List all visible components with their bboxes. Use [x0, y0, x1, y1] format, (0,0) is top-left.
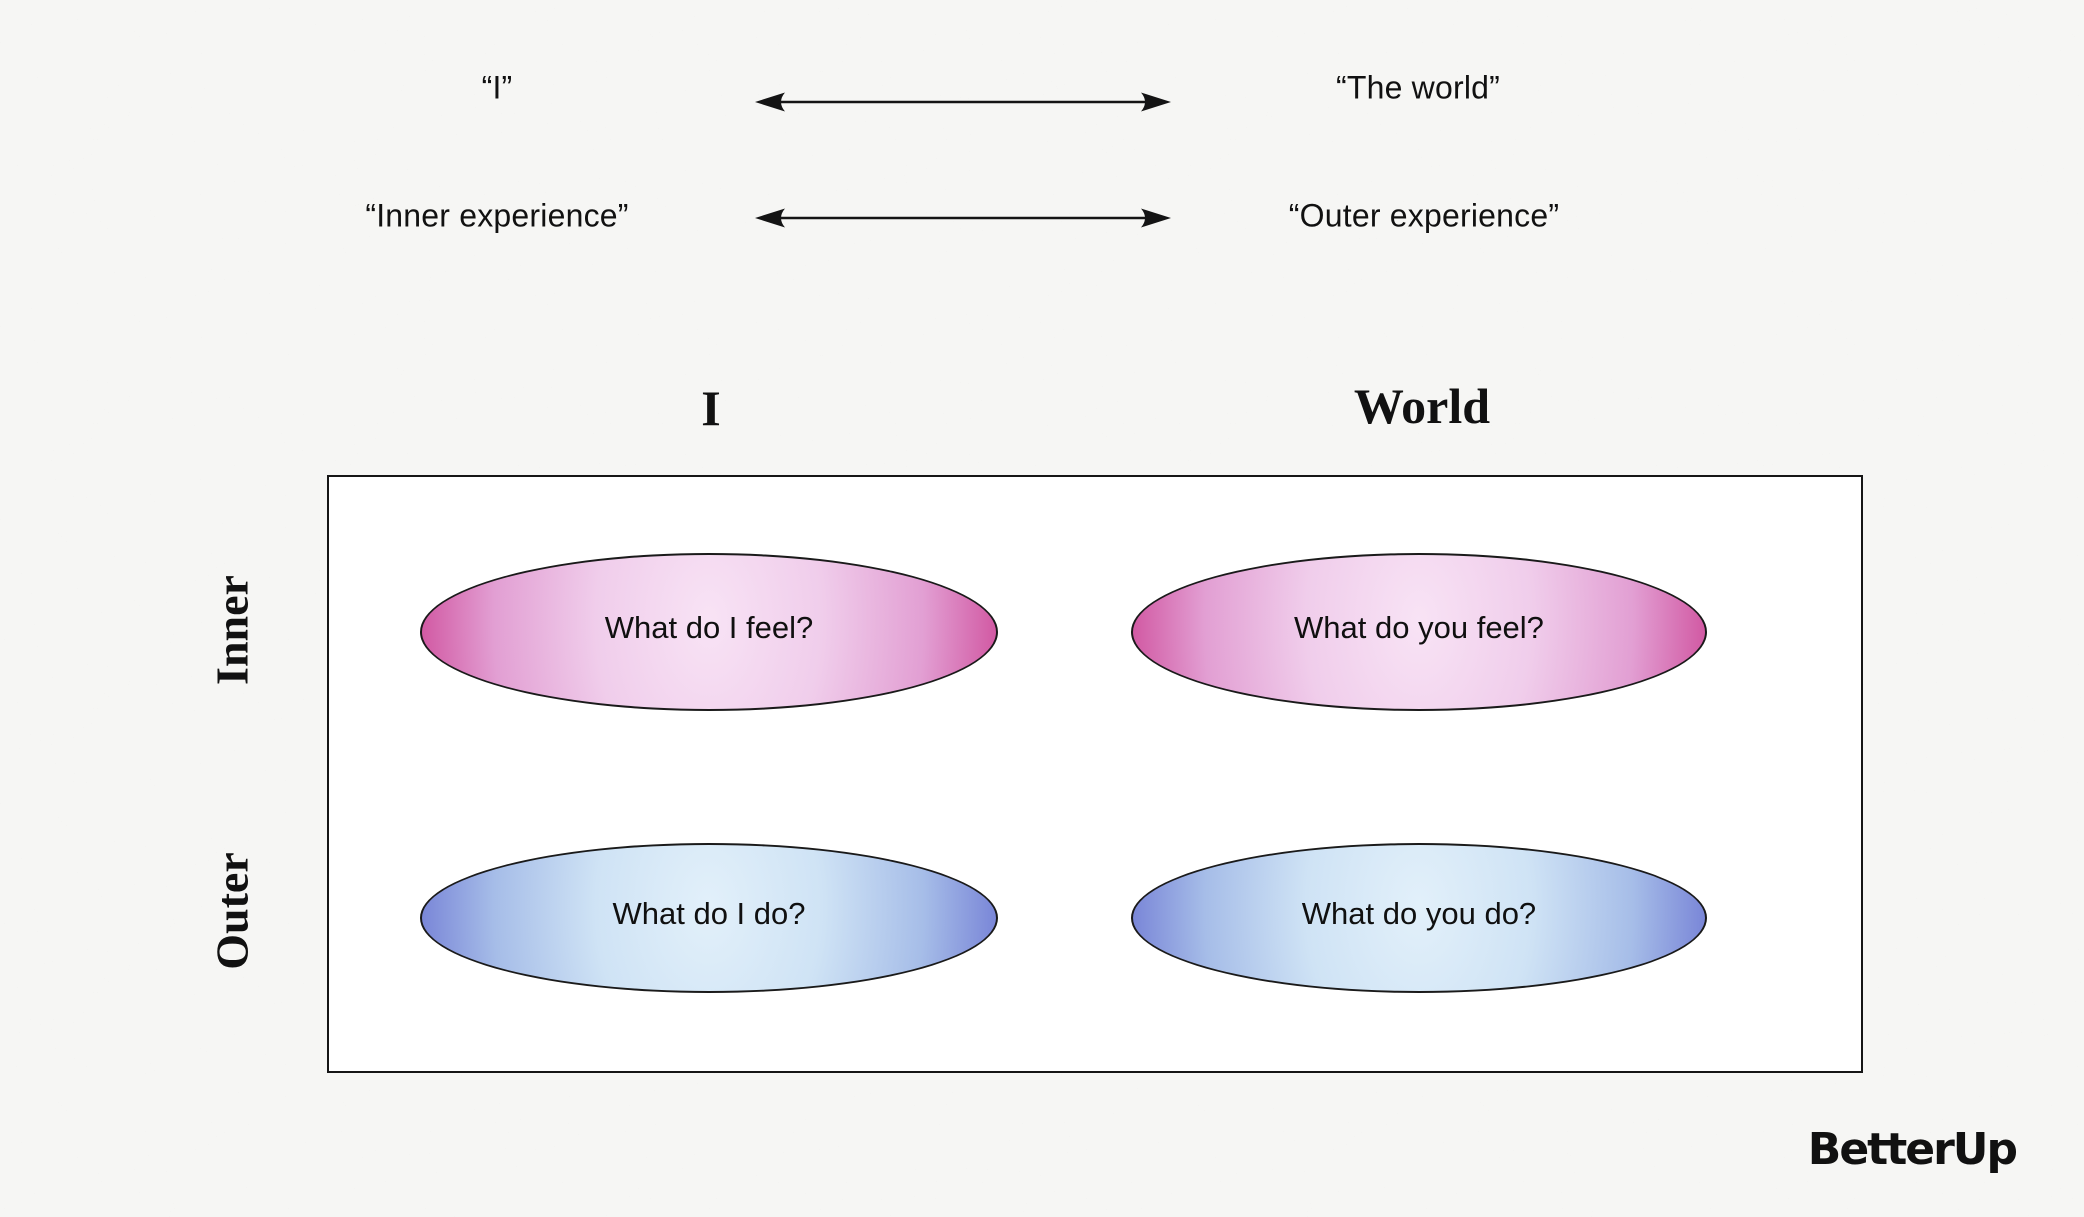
- column-header-world: World: [1353, 378, 1491, 434]
- cell-outer-i-ellipse: What do I do?: [420, 843, 998, 993]
- cell-inner-i-label: What do I feel?: [604, 610, 814, 645]
- column-header-i: I: [701, 380, 721, 436]
- label-i-quoted: “I”: [481, 69, 513, 106]
- betterup-logo: BetterUp: [1807, 1124, 2018, 1175]
- label-the-world-quoted: “The world”: [1335, 69, 1501, 106]
- label-outer-experience-quoted: “Outer experience”: [1288, 197, 1560, 234]
- cell-outer-world-ellipse: What do you do?: [1131, 843, 1707, 993]
- label-inner-experience-quoted: “Inner experience”: [365, 197, 629, 234]
- double-arrow-icon: [755, 92, 1171, 112]
- cell-outer-world-label: What do you do?: [1301, 896, 1537, 931]
- row-header-outer: Outer: [206, 852, 258, 970]
- cell-inner-world-ellipse: What do you feel?: [1131, 553, 1707, 711]
- cell-inner-i-ellipse: What do I feel?: [420, 553, 998, 711]
- cell-inner-world-label: What do you feel?: [1294, 610, 1544, 645]
- double-arrow-icon: [755, 208, 1171, 228]
- row-header-inner: Inner: [206, 575, 258, 685]
- cell-outer-i-label: What do I do?: [612, 896, 806, 931]
